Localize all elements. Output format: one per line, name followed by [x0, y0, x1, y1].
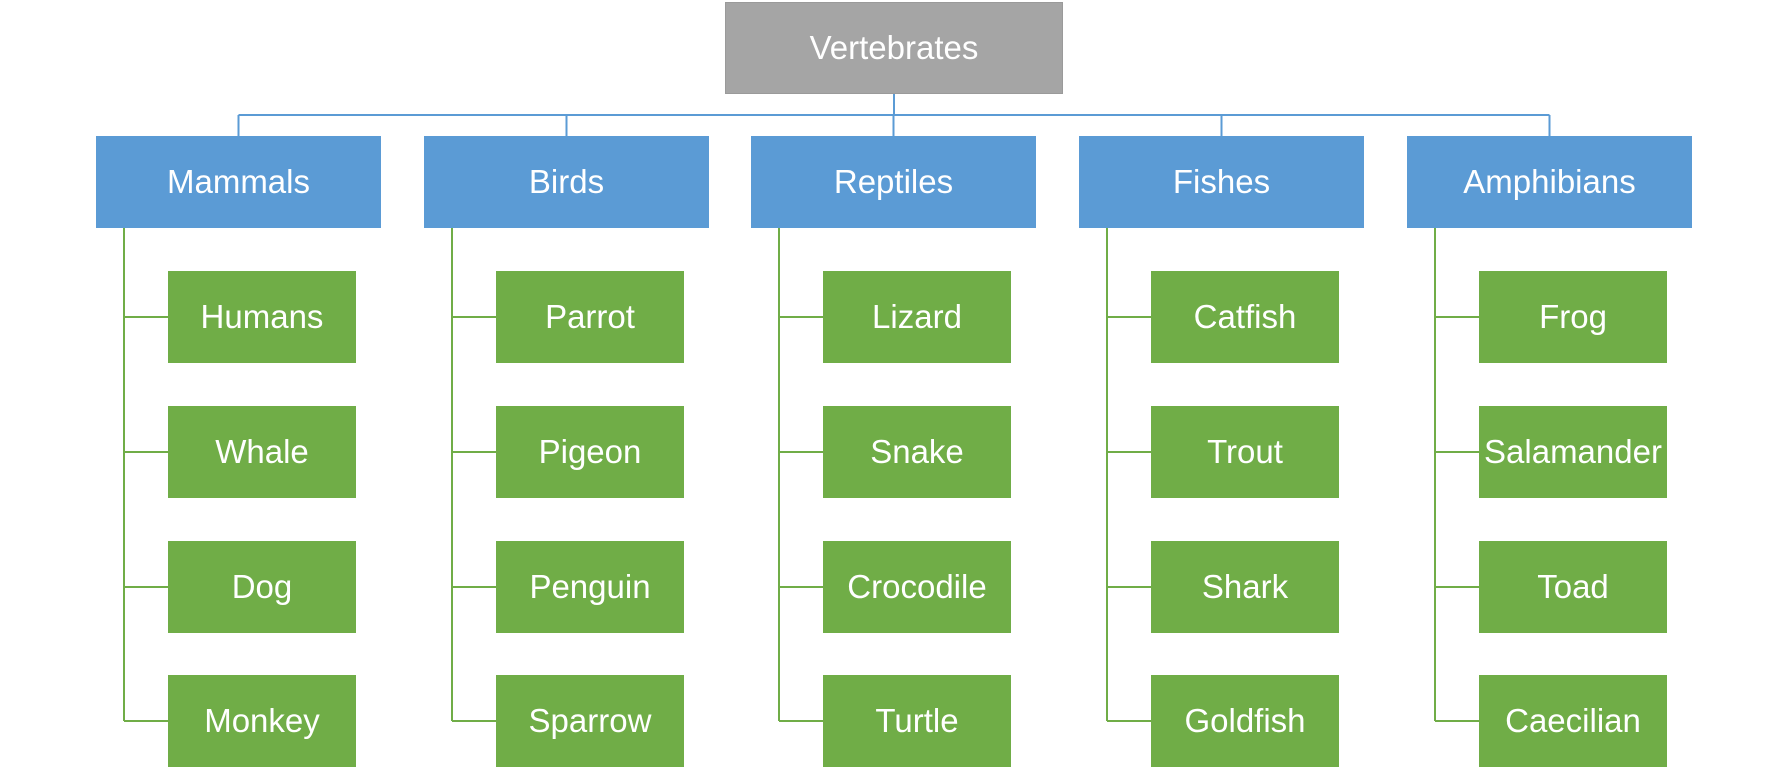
- leaf-node: Penguin: [496, 541, 684, 633]
- leaf-node: Goldfish: [1151, 675, 1339, 767]
- leaf-node: Shark: [1151, 541, 1339, 633]
- leaf-node: Trout: [1151, 406, 1339, 498]
- leaf-node: Whale: [168, 406, 356, 498]
- leaf-node: Humans: [168, 271, 356, 363]
- leaf-node: Toad: [1479, 541, 1667, 633]
- leaf-node: Salamander: [1479, 406, 1667, 498]
- leaf-node: Crocodile: [823, 541, 1011, 633]
- leaf-node: Sparrow: [496, 675, 684, 767]
- leaf-node: Lizard: [823, 271, 1011, 363]
- leaf-node: Snake: [823, 406, 1011, 498]
- leaf-node: Caecilian: [1479, 675, 1667, 767]
- leaf-node: Turtle: [823, 675, 1011, 767]
- category-node-fishes: Fishes: [1079, 136, 1364, 228]
- leaf-node: Pigeon: [496, 406, 684, 498]
- category-node-amphibians: Amphibians: [1407, 136, 1692, 228]
- category-node-reptiles: Reptiles: [751, 136, 1036, 228]
- leaf-node: Frog: [1479, 271, 1667, 363]
- leaf-node: Parrot: [496, 271, 684, 363]
- leaf-node: Catfish: [1151, 271, 1339, 363]
- leaf-node: Dog: [168, 541, 356, 633]
- root-node: Vertebrates: [725, 2, 1063, 94]
- leaf-node: Monkey: [168, 675, 356, 767]
- category-node-mammals: Mammals: [96, 136, 381, 228]
- category-node-birds: Birds: [424, 136, 709, 228]
